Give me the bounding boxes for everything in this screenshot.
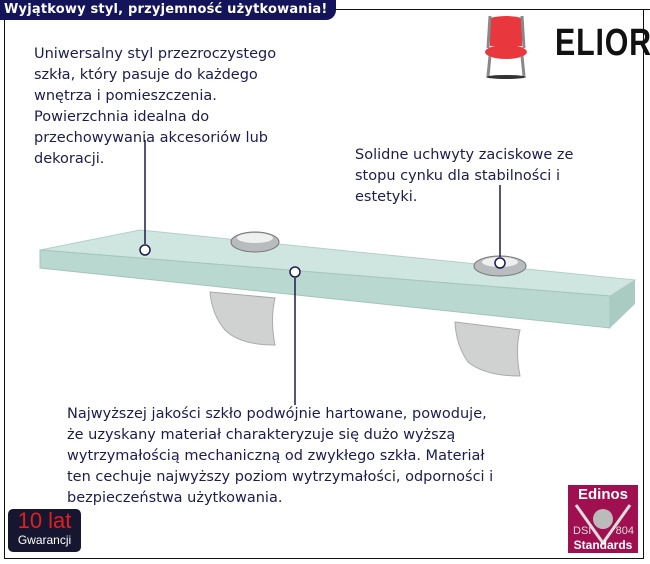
edinos-dsi: DSI xyxy=(573,525,592,537)
edinos-standards: Standards xyxy=(573,538,633,552)
lower-bracket-right xyxy=(454,321,521,377)
shelf-side xyxy=(610,280,635,328)
feature-glass-style: Uniwersalny styl przezroczystego szkła, … xyxy=(34,46,277,167)
edinos-v-icon xyxy=(574,504,632,546)
chair-icon xyxy=(485,15,527,79)
page-title: Wyjątkowy styl, przyjemność użytkowania! xyxy=(0,0,336,20)
feature-tempered-glass: Najwyższej jakości szkło podwójnie harto… xyxy=(67,406,494,506)
edinos-number: 804 xyxy=(615,525,634,537)
elior-logo xyxy=(482,14,642,80)
lower-bracket-left xyxy=(209,291,276,346)
divider xyxy=(290,9,650,10)
content-frame xyxy=(4,10,644,559)
hotspot-clamp xyxy=(494,257,506,269)
edinos-badge: Edinos DSI 804 Standards xyxy=(568,485,638,553)
feature-clamps: Solidne uchwyty zaciskowe ze stopu cynku… xyxy=(355,147,574,205)
brand-name: ELIOR xyxy=(555,22,650,64)
warranty-badge: 10 lat Gwarancji xyxy=(8,509,81,552)
edinos-title: Edinos xyxy=(577,486,628,503)
warranty-label: Gwarancji xyxy=(17,533,72,547)
hotspot-tempered xyxy=(289,266,301,278)
hotspot-glass xyxy=(139,244,151,256)
warranty-years: 10 lat xyxy=(17,508,72,533)
clamp-left-highlight xyxy=(237,233,273,243)
